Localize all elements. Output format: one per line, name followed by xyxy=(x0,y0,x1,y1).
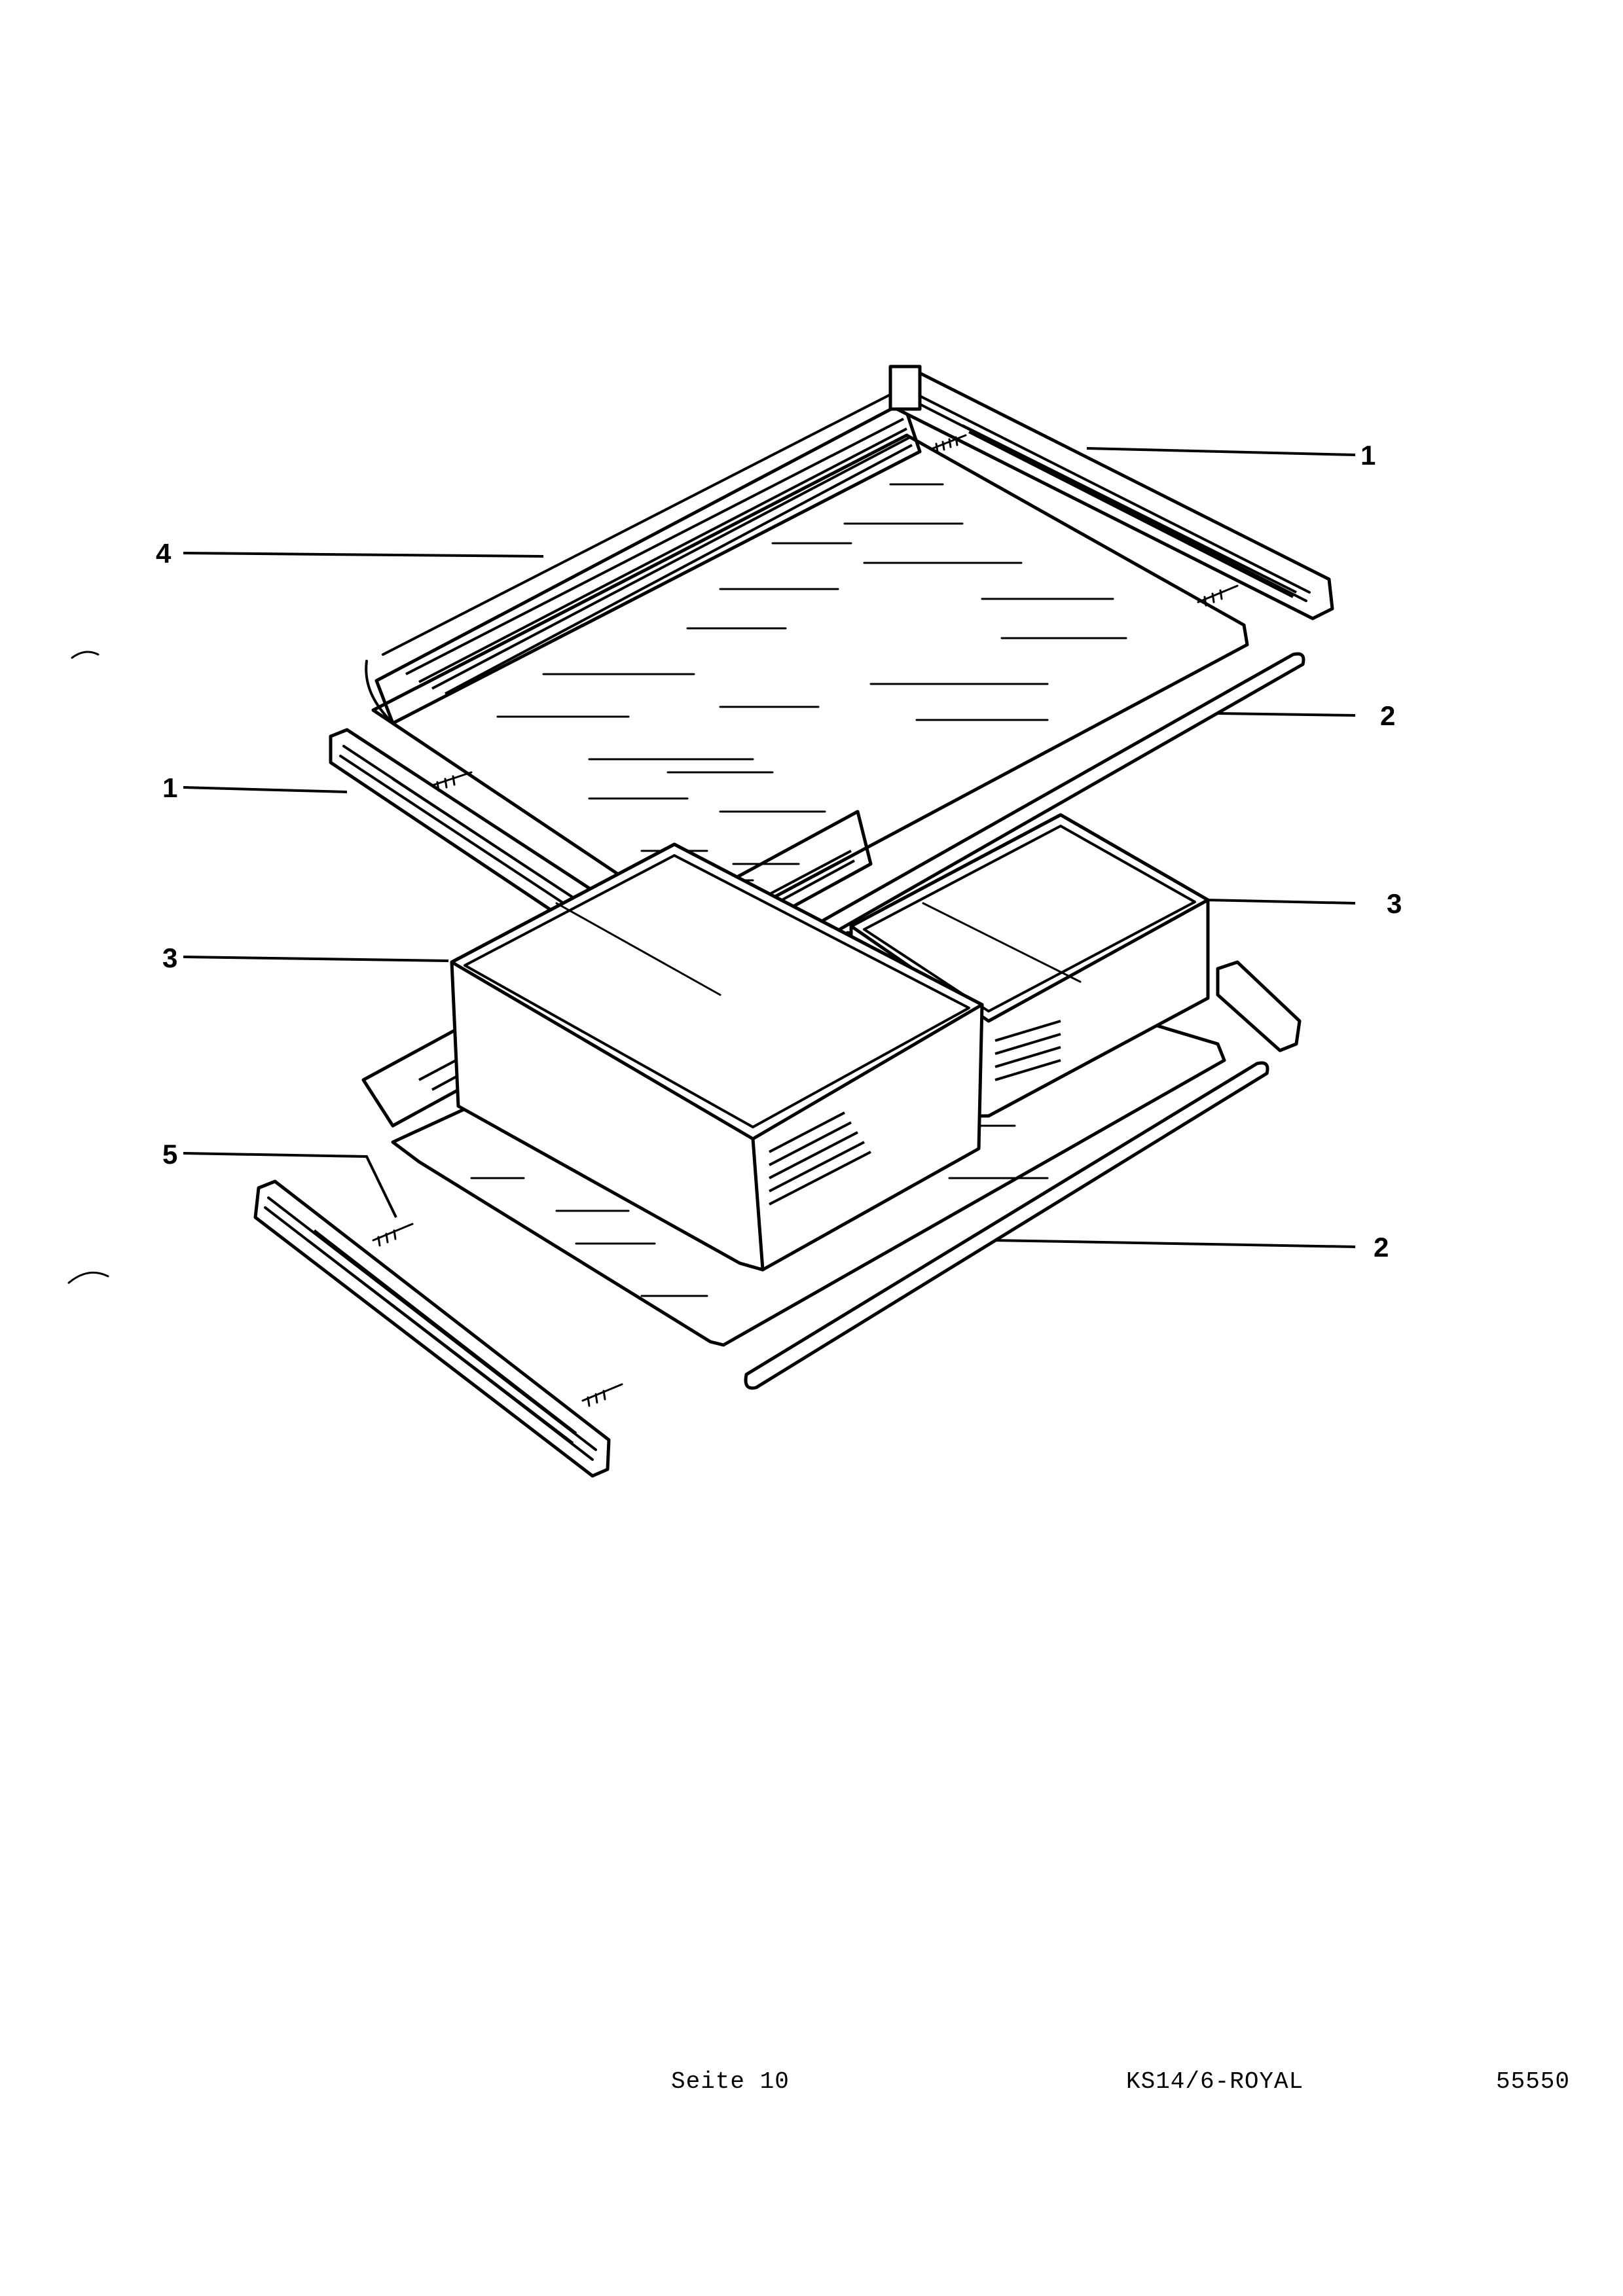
rail-lower-front xyxy=(253,1179,611,1478)
rail-upper-right xyxy=(888,365,1334,620)
callout-5: 5 xyxy=(162,1139,177,1170)
margin-mark-top xyxy=(71,651,100,659)
callout-4: 4 xyxy=(156,538,172,569)
callout-1-top-right: 1 xyxy=(1360,440,1376,471)
footer-model-name: KS14/6-ROYAL xyxy=(1126,2068,1304,2095)
screw-upper-left-1 xyxy=(431,771,473,792)
trim-strip-lower xyxy=(744,1061,1269,1390)
screw-lower-2 xyxy=(581,1383,623,1407)
callout-2-upper: 2 xyxy=(1380,700,1395,731)
rail-lower-right-end xyxy=(1216,960,1302,1052)
callout-1-left: 1 xyxy=(162,772,177,803)
callout-3-right: 3 xyxy=(1387,888,1402,919)
footer-document-number: 55550 xyxy=(1496,2068,1571,2095)
footer-page-number: Seite 10 xyxy=(671,2068,790,2095)
screw-lower-1 xyxy=(372,1223,414,1247)
screw-upper-right-2 xyxy=(1197,584,1239,607)
callout-2-lower: 2 xyxy=(1374,1232,1389,1263)
margin-mark-bottom xyxy=(67,1271,109,1284)
callout-leaders xyxy=(183,447,1356,1248)
callout-3-left: 3 xyxy=(162,942,177,973)
screw-upper-right-1 xyxy=(932,434,967,453)
crisper-box-left xyxy=(450,842,984,1272)
